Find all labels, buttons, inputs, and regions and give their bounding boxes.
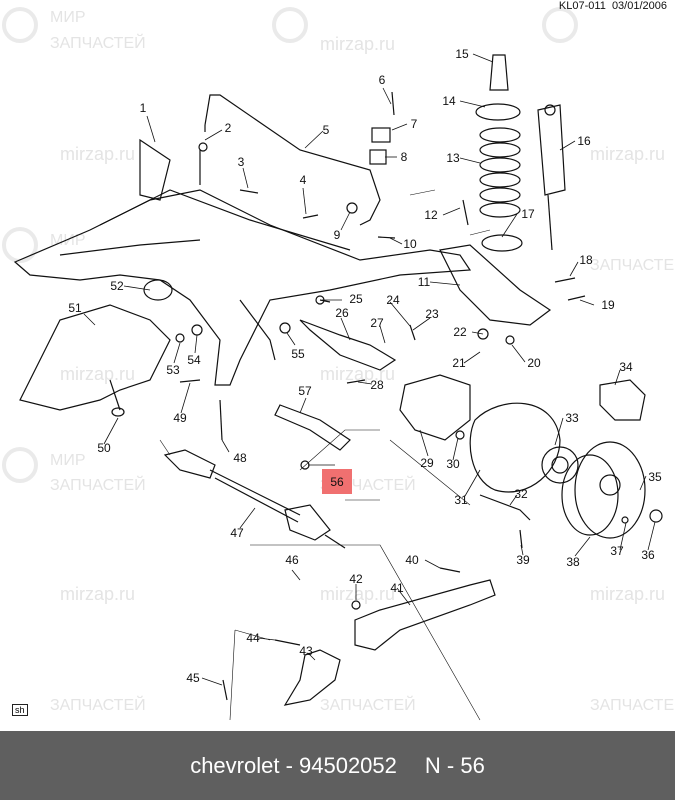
half-shaft [163,449,346,549]
callout-label[interactable]: 57 [298,384,312,398]
callout-label[interactable]: 18 [579,253,593,267]
leader-lines [83,53,656,686]
callout-label[interactable]: 51 [68,301,82,315]
callout-label[interactable]: 41 [390,581,404,595]
callout-label[interactable]: 5 [323,123,330,137]
knuckle [399,374,471,441]
sheet-badge: sh [12,704,28,716]
callout-label[interactable]: 36 [641,548,655,562]
callout-label[interactable]: 35 [648,470,662,484]
callout-label[interactable]: 44 [246,631,260,645]
callout-label[interactable]: 40 [405,553,419,567]
callout-label[interactable]: 29 [420,456,434,470]
callout-label[interactable]: 25 [349,292,363,306]
callout-label[interactable]: 4 [300,173,307,187]
differential [19,304,171,411]
upper-control-arm [439,244,552,326]
brake-rotor [561,441,646,539]
parts-diagram: МИР ЗАПЧАСТЕЙ mirzap.ru mirzap.ru mirzap… [2,7,675,721]
parts-drawing [13,54,663,721]
callout-label[interactable]: 43 [299,644,313,658]
watermark-url: mirzap.ru [320,34,395,54]
callout-label[interactable]: 33 [565,411,579,425]
callout-label[interactable]: 32 [514,487,528,501]
callout-label[interactable]: 53 [166,363,180,377]
backing-plate [469,402,561,493]
callout-label[interactable]: 11 [418,275,431,289]
callout-label[interactable]: 49 [173,411,187,425]
callout-label[interactable]: 52 [110,279,124,293]
callout-label[interactable]: 45 [186,671,200,685]
callout-label[interactable]: 55 [291,347,305,361]
header-date: 03/01/2006 [611,0,667,12]
watermark-url: mirzap.ru [60,364,135,384]
header: KL07-011 03/01/2006 [559,0,667,12]
callout-label[interactable]: 42 [349,572,363,586]
shock-absorber [537,104,566,196]
callout-label[interactable]: 34 [619,360,633,374]
callout-label[interactable]: 50 [97,441,111,455]
callout-label[interactable]: 10 [403,237,417,251]
callout-label[interactable]: 22 [453,325,467,339]
callout-label[interactable]: 26 [335,306,349,320]
watermark-line2: ЗАПЧАСТЕЙ [590,695,675,714]
highlight-label[interactable]: 56 [330,475,344,489]
footer-part-number: chevrolet - 94502052 [190,752,397,778]
callout-label[interactable]: 28 [370,378,384,392]
callout-label[interactable]: 15 [455,47,469,61]
coil-spring [475,103,523,252]
watermark-line2: ЗАПЧАСТЕЙ [320,695,416,714]
watermark-line2: ЗАПЧАСТЕЙ [50,33,146,52]
callout-label[interactable]: 46 [285,553,299,567]
footer-position: N - 56 [424,752,485,778]
watermark-line2: ЗАПЧАСТЕЙ [590,255,675,274]
callout-label[interactable]: 8 [401,150,408,164]
callout-label[interactable]: 14 [442,94,456,108]
watermark: МИР ЗАПЧАСТЕЙ mirzap.ru mirzap.ru mirzap… [2,7,675,714]
callout-label[interactable]: 23 [425,307,439,321]
watermark-url: mirzap.ru [60,584,135,604]
footer-bar: chevrolet - 94502052 N - 56 [0,731,675,800]
callout-label[interactable]: 9 [334,228,341,242]
watermark-url: mirzap.ru [590,584,665,604]
lower-shield [283,649,341,706]
callout-label[interactable]: 13 [446,151,460,165]
callout-label[interactable]: 24 [386,293,400,307]
watermark-url: mirzap.ru [60,144,135,164]
callout-label[interactable]: 16 [577,134,591,148]
watermark-url: mirzap.ru [320,584,395,604]
watermark-line1: МИР [50,9,86,26]
callout-label[interactable]: 17 [521,207,535,221]
stabilizer-bar [204,94,381,226]
callout-label[interactable]: 39 [516,553,530,567]
watermark-line1: МИР [50,452,86,469]
header-code: KL07-011 [558,0,606,12]
highlight-box [322,469,352,494]
callout-label[interactable]: 38 [566,555,580,569]
callout-label[interactable]: 19 [601,298,615,312]
callout-label[interactable]: 2 [225,121,232,135]
subframe [13,189,472,386]
watermark-line2: ЗАПЧАСТЕЙ [50,475,146,494]
watermark-line2: ЗАПЧАСТЕЙ [50,695,146,714]
callout-labels: 1234567891011121314151617181920212223242… [68,47,662,685]
callout-label[interactable]: 31 [454,493,468,507]
callout-label[interactable]: 3 [238,155,245,169]
caliper [599,379,646,421]
callout-label[interactable]: 20 [527,356,541,370]
callout-label[interactable]: 6 [379,73,386,87]
lower-control-arm [354,579,496,651]
callout-label[interactable]: 21 [452,356,466,370]
watermark-url: mirzap.ru [590,144,665,164]
callout-label[interactable]: 47 [230,526,244,540]
callout-label[interactable]: 37 [610,544,624,558]
callout-label[interactable]: 30 [446,457,460,471]
callout-label[interactable]: 7 [411,117,418,131]
callout-label[interactable]: 54 [187,353,201,367]
callout-label[interactable]: 48 [233,451,247,465]
callout-label[interactable]: 27 [370,316,384,330]
callout-label[interactable]: 12 [424,208,438,222]
callout-label[interactable]: 1 [140,101,147,115]
